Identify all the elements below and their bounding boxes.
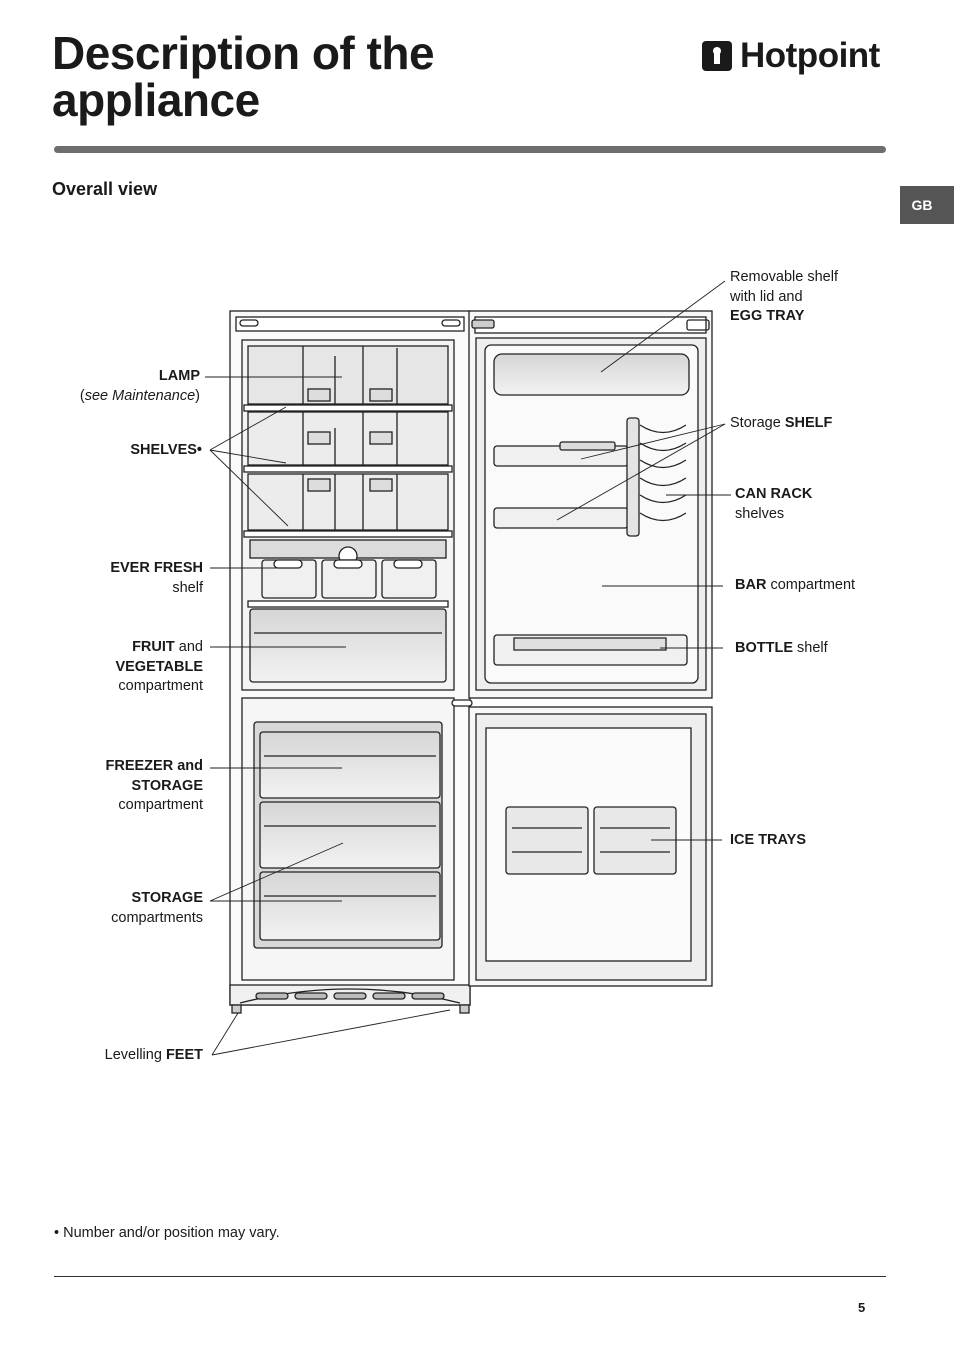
label-bottle-normal: shelf <box>793 640 828 656</box>
label-can-rack: CAN RACK shelves <box>735 485 812 524</box>
label-egg-line2: with lid and <box>730 288 803 305</box>
section-title: Overall view <box>52 179 158 199</box>
label-storage-normal: compartments <box>111 909 203 926</box>
label-shelves-bold: SHELVES• <box>130 442 202 458</box>
label-lamp-bold: LAMP <box>158 368 200 384</box>
label-bar: BAR compartment <box>735 576 855 596</box>
label-lamp-italic: see Maintenance <box>84 387 196 404</box>
label-ever-fresh: EVER FRESH shelf <box>110 559 203 598</box>
brand-logo: Hotpoint <box>702 36 880 76</box>
label-can-rack-bold: CAN RACK <box>735 486 813 502</box>
label-ever-fresh-normal: shelf <box>172 579 203 596</box>
label-levelling-feet: Levelling FEET <box>105 1046 203 1066</box>
label-fruit-vegetable: FRUIT and VEGETABLE compartment <box>115 638 203 697</box>
title-divider <box>54 146 886 153</box>
brand-name: Hotpoint <box>740 36 880 75</box>
label-fruit-normal: and <box>174 639 203 655</box>
label-freezer-line3: compartment <box>118 797 203 813</box>
footnote: • Number and/or position may vary. <box>54 1225 280 1241</box>
label-egg-line1: Removable shelf <box>730 269 838 285</box>
label-lamp: LAMP (see Maintenance) <box>80 367 200 406</box>
label-vegetable-bold: VEGETABLE <box>115 658 203 675</box>
label-lamp-close: ) <box>195 387 200 404</box>
label-storage-shelf-normal: Storage <box>730 415 785 431</box>
label-egg-tray: Removable shelf with lid and EGG TRAY <box>730 268 838 327</box>
label-ice-trays: ICE TRAYS <box>730 831 806 851</box>
page-title: Description of the appliance <box>52 30 612 124</box>
label-egg-bold: EGG TRAY <box>730 308 805 324</box>
label-lamp-open: ( <box>79 387 85 404</box>
label-feet-bold: FEET <box>165 1047 203 1063</box>
footer-divider <box>54 1276 886 1277</box>
label-storage: STORAGE compartments <box>111 889 203 928</box>
label-ice-trays-bold: ICE TRAYS <box>730 832 807 848</box>
hotpoint-logo-icon <box>702 41 732 71</box>
language-tab-label: GB <box>911 197 933 213</box>
language-tab: GB <box>900 186 954 224</box>
page-title-line-1: Description of the <box>52 27 435 79</box>
label-can-rack-normal: shelves <box>735 505 785 522</box>
label-feet-normal: Levelling <box>104 1047 166 1063</box>
label-bottle: BOTTLE shelf <box>735 639 828 659</box>
label-freezer-bold2: STORAGE <box>131 777 203 794</box>
label-fruit-line3: compartment <box>118 678 203 694</box>
label-bottle-bold: BOTTLE <box>735 640 793 656</box>
label-freezer-storage: FREEZER and STORAGE compartment <box>106 757 203 816</box>
label-freezer-bold1: FREEZER and <box>105 758 203 774</box>
label-storage-shelf-bold: SHELF <box>784 415 833 431</box>
page-title-line-2: appliance <box>52 74 260 126</box>
label-storage-shelf: Storage SHELF <box>730 414 832 434</box>
page-number: 5 <box>858 1300 866 1315</box>
label-shelves: SHELVES• <box>130 441 202 461</box>
label-fruit-bold: FRUIT <box>132 639 175 655</box>
label-bar-bold: BAR <box>735 577 767 593</box>
label-storage-bold: STORAGE <box>131 890 203 906</box>
label-bar-normal: compartment <box>766 577 856 593</box>
label-ever-fresh-bold: EVER FRESH <box>110 560 203 576</box>
